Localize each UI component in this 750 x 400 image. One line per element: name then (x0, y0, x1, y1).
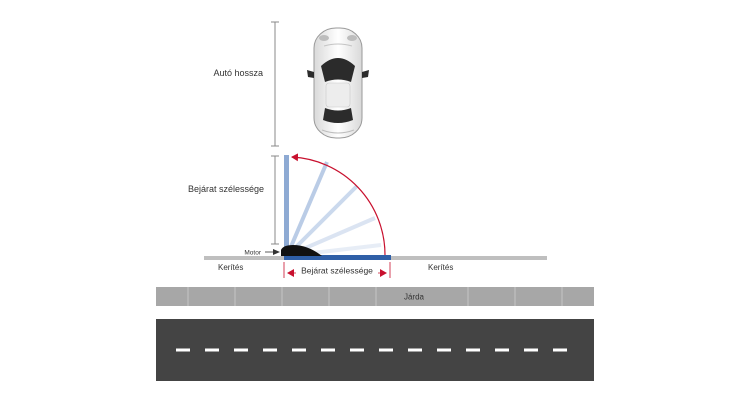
sidewalk-label: Járda (404, 293, 425, 302)
fence-left (204, 256, 284, 260)
swing-arc-arrow (291, 153, 386, 256)
fence-right (391, 256, 547, 260)
gate-leaf-closed (284, 255, 391, 260)
gate-width-side-bracket (271, 155, 279, 245)
motor-label: Motor (244, 250, 261, 257)
gate-width-bottom-label: Bejárat szélessége (301, 266, 373, 276)
road (156, 319, 594, 381)
gate-motor-icon (281, 245, 322, 256)
fence-left-label: Kerítés (218, 263, 243, 272)
car-top-view-icon (307, 27, 369, 139)
gate-width-side-label: Bejárat szélessége (188, 184, 264, 194)
gate-width-bottom-label-bg (296, 265, 378, 276)
sidewalk (156, 287, 594, 306)
fence-right-label: Kerítés (428, 263, 453, 272)
car-length-label: Autó hossza (213, 68, 263, 78)
gate-swing-ghosts (285, 161, 382, 258)
car-length-bracket (271, 21, 279, 147)
gate-leaf-open (284, 155, 289, 255)
